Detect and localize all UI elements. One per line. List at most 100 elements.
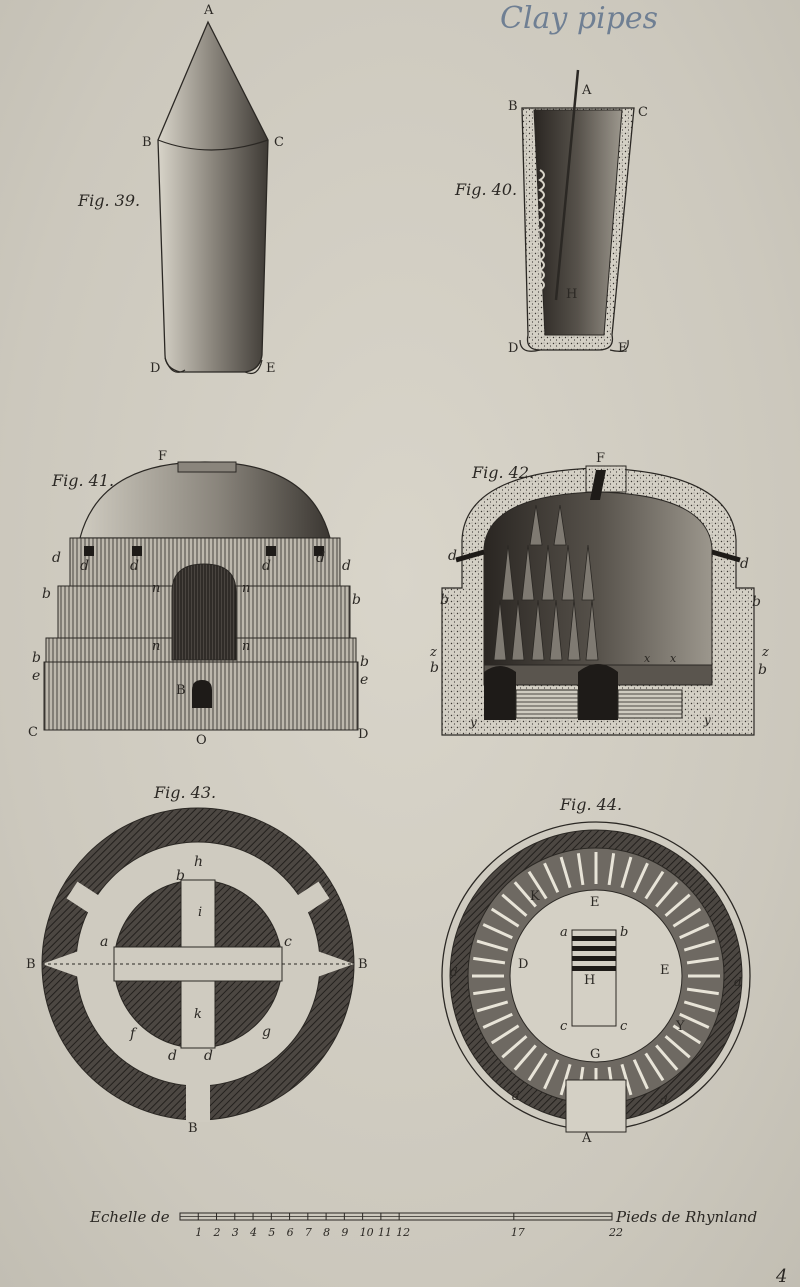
kiln-rib bbox=[664, 893, 691, 917]
kiln-rib bbox=[686, 956, 719, 965]
scale-tick-label: 2 bbox=[213, 1226, 221, 1239]
fig41-label-d3: d bbox=[130, 558, 139, 574]
fig44-label-c2: c bbox=[620, 1019, 628, 1034]
fig41-label-d6: d bbox=[342, 558, 351, 574]
scale-right-label: Pieds de Rhynland bbox=[615, 1208, 757, 1226]
fig42-label-d1: d bbox=[448, 548, 457, 564]
kiln-rib bbox=[527, 1052, 548, 1082]
fig41-label-e1: e bbox=[32, 668, 40, 684]
fig44-label-a: a bbox=[560, 925, 568, 940]
fig40-label-B: B bbox=[508, 99, 518, 114]
fig43-label-d1: d bbox=[168, 1048, 177, 1064]
kiln-rib bbox=[655, 881, 679, 908]
fig41-label-b4: b bbox=[360, 654, 369, 670]
fig41-label-n1: n bbox=[152, 581, 160, 596]
fig44-label-E2: E bbox=[660, 963, 670, 978]
kiln-rib bbox=[607, 853, 616, 886]
fig41-label-n4: n bbox=[242, 639, 250, 654]
fig41-label-b2: b bbox=[352, 592, 361, 608]
kiln-rib bbox=[543, 1059, 560, 1090]
scale-tick-label: 12 bbox=[396, 1226, 410, 1239]
kiln-rib bbox=[513, 881, 537, 908]
fig41-label-b3: b bbox=[32, 650, 41, 666]
fig39-label-B: B bbox=[142, 135, 152, 150]
scale-tick-label: 10 bbox=[360, 1226, 374, 1239]
kiln-rib bbox=[683, 1000, 716, 1013]
fig42-label-x1: x bbox=[644, 652, 651, 665]
fig40-label-H: H bbox=[566, 287, 577, 302]
kiln-rib bbox=[576, 853, 585, 886]
kiln-rib bbox=[490, 907, 520, 928]
kiln-rib bbox=[679, 923, 710, 940]
fig44-label-d4: d bbox=[660, 1093, 668, 1107]
kiln-rib bbox=[632, 1059, 649, 1090]
fig44-label-H: H bbox=[584, 973, 595, 988]
kiln-rib bbox=[672, 907, 702, 928]
fig43-label-f: f bbox=[129, 1026, 138, 1042]
fig40-label-A: A bbox=[581, 83, 592, 98]
kiln-rib bbox=[513, 1044, 537, 1071]
scale-tick-label: 17 bbox=[511, 1226, 525, 1239]
fig41-title: Fig. 41. bbox=[51, 471, 114, 490]
fig39-title: Fig. 39. bbox=[77, 191, 140, 210]
fig42-kiln-section bbox=[441, 465, 755, 736]
fig39-label-C: C bbox=[274, 135, 284, 150]
fig44-title: Fig. 44. bbox=[559, 795, 622, 814]
kiln-rib bbox=[476, 1000, 509, 1013]
kiln-rib bbox=[476, 939, 509, 952]
scale-bar bbox=[179, 1212, 613, 1221]
fig39-label-E: E bbox=[266, 361, 276, 376]
kiln-rib bbox=[473, 956, 506, 965]
fig42-label-b1: b bbox=[440, 592, 449, 608]
fig39-pipe-cone bbox=[157, 20, 269, 375]
fig43-label-b: b bbox=[176, 868, 185, 884]
fig42-label-y2: y bbox=[703, 713, 711, 727]
fig41-label-d1: d bbox=[52, 550, 61, 566]
fig41-label-D: D bbox=[358, 727, 368, 742]
scale-tick-label: 4 bbox=[249, 1226, 257, 1239]
fig43-label-B1: B bbox=[26, 957, 36, 972]
scale-tick-label: 7 bbox=[305, 1226, 312, 1239]
scale-tick-label: 22 bbox=[608, 1226, 623, 1239]
fig44-label-b: b bbox=[620, 925, 628, 940]
fig41-label-b1: b bbox=[42, 586, 51, 602]
scale-left-label: Echelle de bbox=[89, 1208, 170, 1226]
fig43-label-d2: d bbox=[204, 1048, 213, 1064]
fig42-label-x2: x bbox=[670, 652, 677, 665]
fig42-label-y1: y bbox=[469, 715, 477, 729]
kiln-rib bbox=[679, 1012, 710, 1029]
fig43-title: Fig. 43. bbox=[153, 783, 216, 802]
handwritten-note: Clay pipes bbox=[500, 1, 658, 36]
fig44-label-A: A bbox=[581, 1131, 592, 1146]
fig41-label-e2: e bbox=[360, 672, 368, 688]
fig44-label-d2: d bbox=[734, 975, 742, 989]
fig44-label-E1: E bbox=[590, 895, 600, 910]
fig41-label-d5: d bbox=[316, 550, 325, 566]
fig40-label-E: E bbox=[618, 341, 628, 356]
fig42-label-d2: d bbox=[740, 556, 749, 572]
fig40-label-C: C bbox=[638, 105, 648, 120]
fig43-label-i: i bbox=[198, 905, 202, 920]
fig41-label-C: C bbox=[28, 725, 38, 740]
scale-tick-label: 6 bbox=[287, 1226, 294, 1239]
kiln-rib bbox=[644, 1052, 665, 1082]
scale-tick-label: 8 bbox=[323, 1226, 330, 1239]
kiln-rib bbox=[559, 856, 572, 889]
fig44-label-D: D bbox=[518, 957, 528, 972]
fig43-label-h: h bbox=[194, 854, 203, 870]
scale-tick-label: 5 bbox=[268, 1226, 275, 1239]
fig44-label-Y: Y bbox=[675, 1019, 685, 1034]
fig43-label-k: k bbox=[194, 1007, 202, 1022]
fig39-label-A: A bbox=[203, 3, 214, 18]
fig41-label-n2: n bbox=[242, 581, 250, 596]
fig42-title: Fig. 42. bbox=[471, 463, 534, 482]
kiln-rib bbox=[632, 862, 649, 893]
kiln-rib bbox=[683, 939, 716, 952]
fig44-label-d3: d bbox=[512, 1089, 520, 1103]
kiln-rib bbox=[501, 893, 528, 917]
kiln-rib bbox=[620, 856, 633, 889]
kiln-rib bbox=[686, 987, 719, 996]
fig41-kiln-elevation bbox=[43, 461, 359, 731]
fig41-label-B: B bbox=[176, 683, 186, 698]
